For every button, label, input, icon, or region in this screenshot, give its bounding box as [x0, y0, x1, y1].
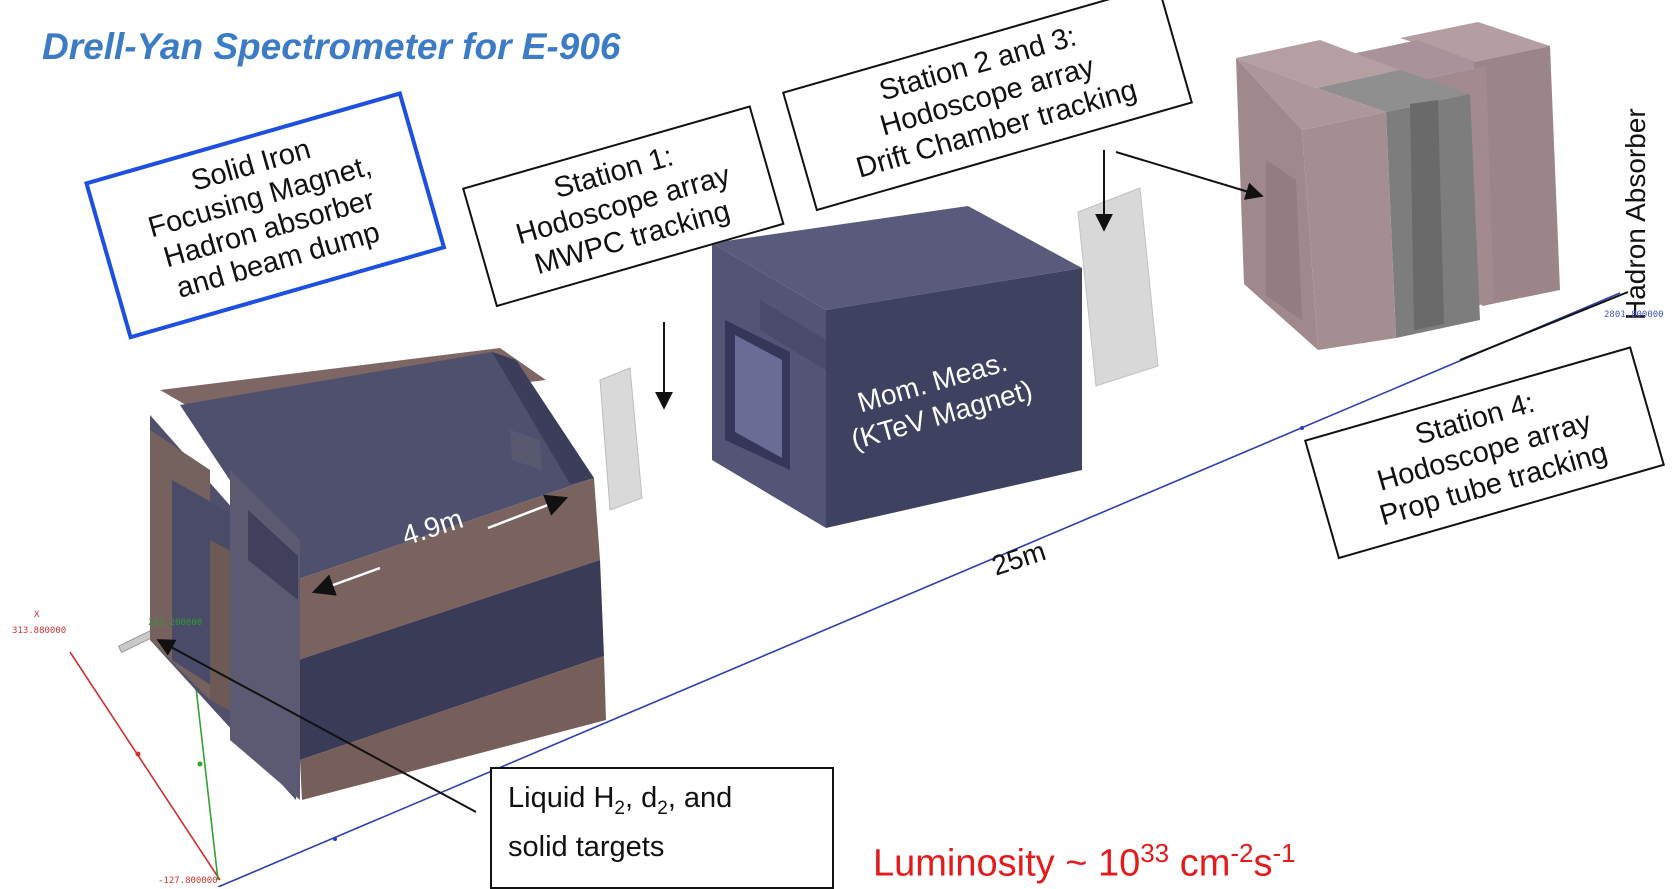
hadron-absorber-stack [1236, 22, 1560, 350]
station4-leader [1459, 291, 1629, 361]
luminosity-label: Luminosity ~ 1033 cm-2s-1 [873, 838, 1296, 885]
page-title: Drell-Yan Spectrometer for E-906 [42, 26, 621, 67]
targets-line-1: Liquid H2, d2, and [508, 782, 733, 819]
target-rod [117, 629, 155, 654]
station1-plane [599, 367, 643, 511]
axis-green-value: 233.200000 [148, 618, 203, 628]
ktev-magnet [712, 206, 1082, 528]
targets-label-box: Liquid H2, d2, and solid targets [490, 767, 834, 889]
beam-axis [217, 292, 1621, 887]
arrow-length-left [311, 566, 381, 596]
axis-x-label: X [34, 610, 40, 620]
station23-plane [1077, 187, 1159, 387]
hadron-absorber-label: Hadron Absorber [1620, 108, 1651, 320]
axis-x-value: 313.880000 [12, 626, 67, 636]
arrow-length-right [487, 494, 569, 530]
arrow-station23-right [1115, 151, 1264, 200]
axis-right-value: 2801.800000 [1604, 310, 1664, 320]
targets-line-2: solid targets [508, 830, 665, 863]
arrow-targets [156, 639, 477, 813]
iron-magnet-block [150, 348, 606, 800]
axis-bottom-value: -127.800000 [158, 876, 218, 886]
